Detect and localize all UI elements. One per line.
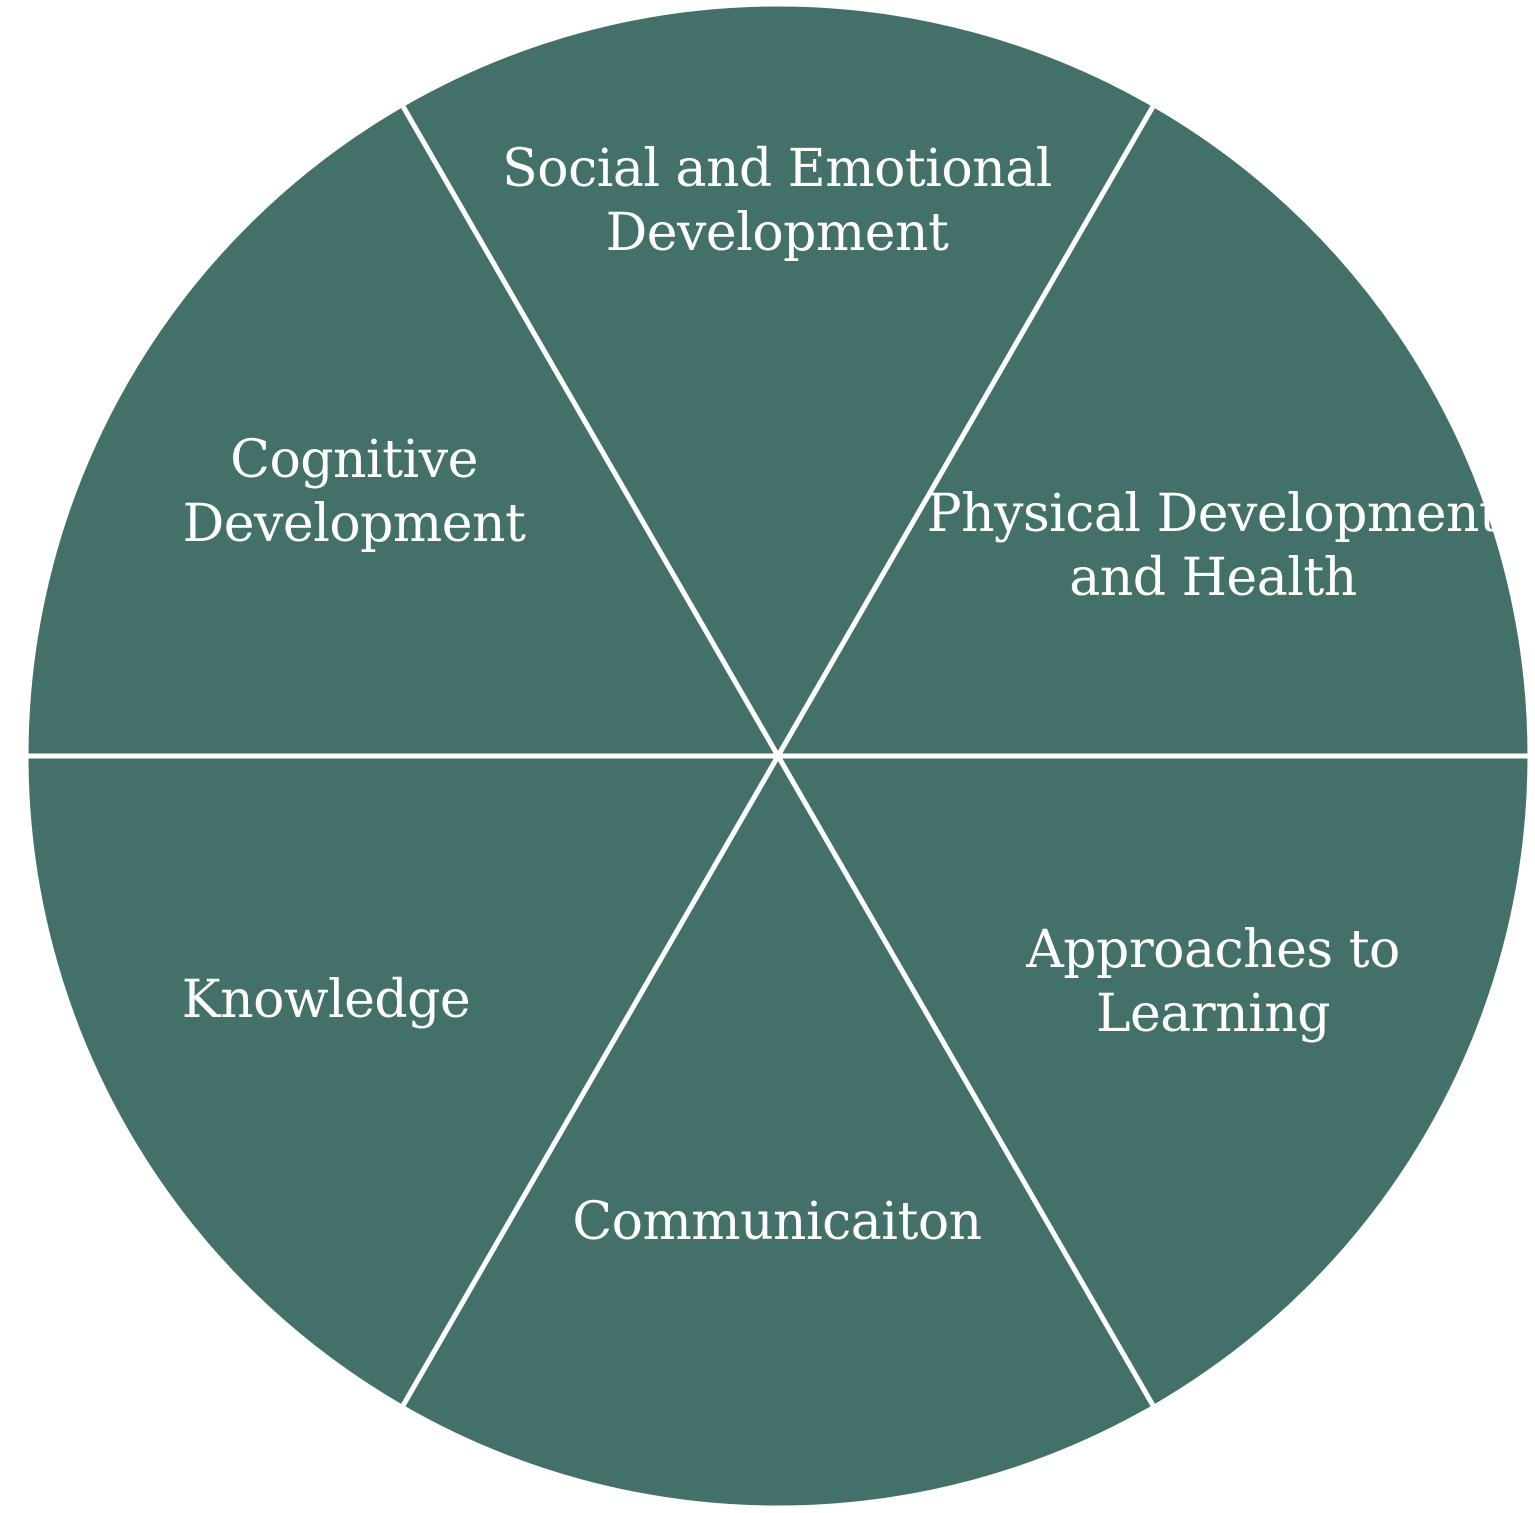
segment-label-line: Development: [183, 494, 526, 554]
segment-label-line: Learning: [1096, 984, 1330, 1044]
segment-cognitive: [23, 102, 781, 759]
segment-label-line: and Health: [1069, 548, 1356, 608]
segment-label-line: Approaches to: [1025, 920, 1400, 980]
segment-label-line: Physical Development: [927, 484, 1500, 544]
wheel-segments: [23, 1, 1533, 1511]
segment-communication: [399, 753, 1157, 1511]
segment-label-line: Development: [606, 203, 949, 263]
segment-social-emotional: [399, 1, 1157, 759]
segment-label-line: Communicaiton: [572, 1192, 981, 1252]
segment-approaches: [775, 753, 1533, 1410]
segment-label-line: Social and Emotional: [502, 139, 1052, 199]
segment-physical: [775, 102, 1533, 759]
segment-knowledge: [23, 753, 781, 1410]
segment-label-knowledge: Knowledge: [182, 970, 470, 1030]
segment-label-communication: Communicaiton: [572, 1192, 981, 1252]
segment-label-line: Knowledge: [182, 970, 470, 1030]
segment-label-line: Cognitive: [230, 430, 478, 490]
